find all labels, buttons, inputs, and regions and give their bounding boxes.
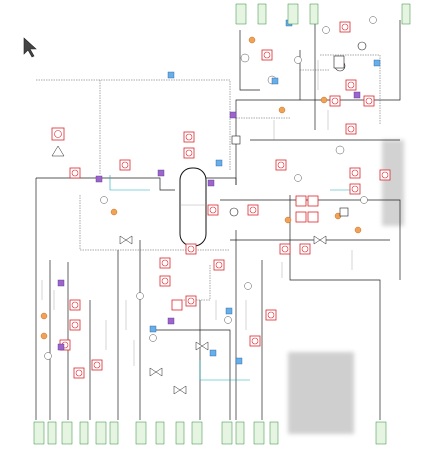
blurred-notes <box>288 140 404 434</box>
valve-icon <box>40 36 362 340</box>
offpage-connector-icon <box>33 421 387 445</box>
vertical-vessel <box>179 167 207 247</box>
valve-icon <box>119 235 327 395</box>
tag-scribbles <box>41 60 353 366</box>
instrument-bubble-icon <box>44 16 377 360</box>
signal-lines <box>36 54 381 301</box>
offpage-connector-icon <box>235 3 411 25</box>
equipment-box <box>231 55 349 217</box>
instrument-bubble-icon <box>51 21 391 379</box>
valve-icon <box>57 91 361 351</box>
instrument-circles <box>54 23 389 377</box>
reducer-icon <box>51 145 65 157</box>
utility-lines <box>109 175 360 381</box>
cursor-arrow-icon <box>23 37 37 58</box>
